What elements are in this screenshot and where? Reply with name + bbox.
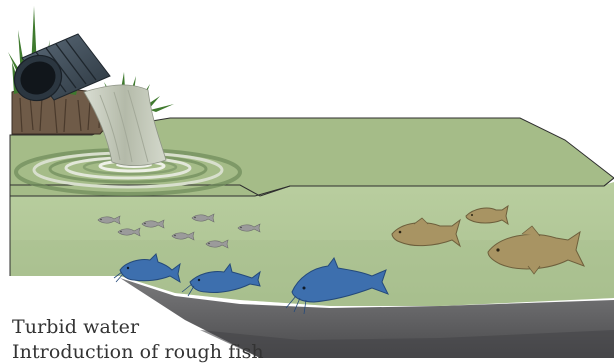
caption-turbid-water: Turbid water (12, 316, 139, 338)
caption-rough-fish: Introduction of rough fish (12, 341, 264, 363)
